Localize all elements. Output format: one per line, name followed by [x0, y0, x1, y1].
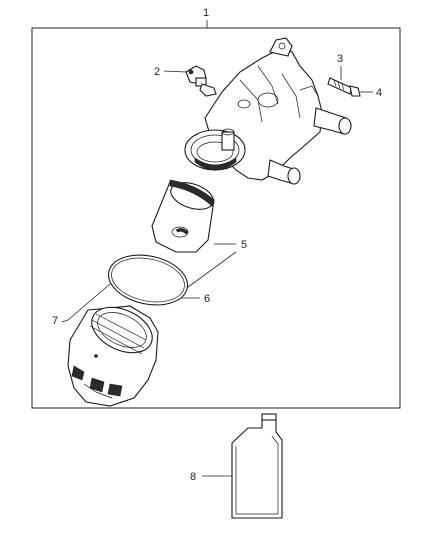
callout-2: 2: [154, 66, 160, 78]
filter-element: [151, 179, 215, 253]
plug-part: [185, 65, 217, 97]
leader-7a: [67, 283, 111, 321]
oil-bottle: [231, 413, 283, 519]
callout-4: 4: [376, 87, 382, 99]
oil-filter-housing: [184, 37, 352, 185]
assembly-frame: [31, 27, 401, 409]
callout-5: 5: [241, 239, 247, 251]
bolt-part: [327, 77, 361, 97]
callout-8: 8: [190, 471, 196, 483]
callout-3: 3: [337, 53, 343, 65]
leader-5b: [183, 251, 237, 291]
callout-7: 7: [52, 315, 58, 327]
callout-1: 1: [203, 7, 209, 19]
leader-2: [163, 70, 187, 73]
filter-cap: [67, 305, 159, 407]
leader-7b: [61, 319, 69, 323]
o-ring: [108, 254, 188, 306]
callout-6: 6: [204, 293, 210, 305]
